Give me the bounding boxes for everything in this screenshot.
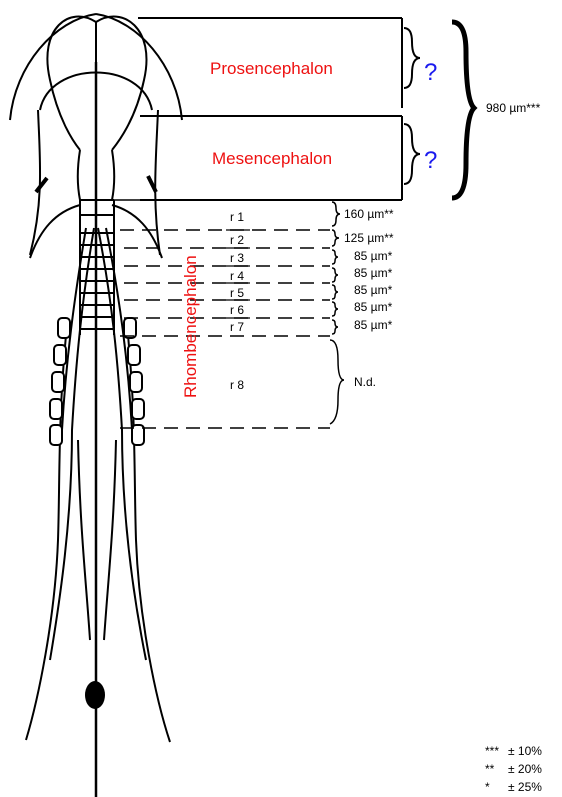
tube-shoulder-left bbox=[30, 110, 40, 255]
rhombomere-braces bbox=[330, 202, 344, 424]
mesencephalon-label: Mesencephalon bbox=[212, 149, 332, 168]
rhombomere-label: r 8 bbox=[230, 378, 244, 392]
total-brace bbox=[452, 22, 474, 198]
prosencephalon-question: ? bbox=[424, 59, 437, 86]
eye-mark-left bbox=[36, 178, 47, 192]
notochord-left bbox=[50, 430, 72, 660]
rhombomere-label: r 3 bbox=[230, 251, 244, 265]
body-outline-right bbox=[128, 335, 170, 742]
somite-left bbox=[50, 425, 62, 445]
rhombomere-measure: 160 µm** bbox=[344, 207, 394, 221]
forebrain-lobe-left bbox=[47, 16, 96, 150]
somite-left bbox=[54, 345, 66, 365]
inner-body-left bbox=[78, 440, 90, 640]
rhombomere-labels: r 1 r 2 r 3 r 4 r 5 r 6 r 7 r 8 bbox=[230, 210, 244, 392]
rhombomere-measures: 160 µm** 125 µm** 85 µm* 85 µm* 85 µm* 8… bbox=[344, 207, 394, 389]
mesencephalon-question: ? bbox=[424, 147, 437, 174]
rhombomere-label: r 1 bbox=[230, 210, 244, 224]
rhombomere-measure: 125 µm** bbox=[344, 231, 394, 245]
brace-r2 bbox=[332, 230, 339, 246]
rhombomere-measure: 85 µm* bbox=[354, 300, 393, 314]
legend-marker: * bbox=[485, 780, 490, 794]
somite-left bbox=[52, 372, 64, 392]
rhombencephalon-label: Rhombencephalon bbox=[181, 255, 200, 398]
rhombomere-measure: N.d. bbox=[354, 375, 376, 389]
body-outline-left bbox=[26, 335, 66, 740]
brace-r8 bbox=[330, 340, 344, 424]
mesencephalon-brace bbox=[404, 124, 420, 184]
inner-body-right bbox=[104, 440, 116, 640]
total-measure: 980 µm*** bbox=[486, 101, 541, 115]
rhombomere-label: r 5 bbox=[230, 286, 244, 300]
somite-left bbox=[50, 399, 62, 419]
prosencephalon-brace bbox=[404, 28, 420, 88]
rhombomere-measure: 85 µm* bbox=[354, 249, 393, 263]
lateral-curve-right bbox=[112, 205, 162, 258]
legend-text: ± 20% bbox=[508, 762, 542, 776]
somite-right bbox=[132, 399, 144, 419]
somite-left bbox=[58, 318, 70, 338]
legend-marker: ** bbox=[485, 762, 495, 776]
legend: *** ± 10% ** ± 20% * ± 25% bbox=[485, 744, 542, 794]
forebrain-lobe-right bbox=[96, 16, 146, 150]
prosencephalon-label: Prosencephalon bbox=[210, 59, 333, 78]
outer-contour-left bbox=[10, 14, 96, 120]
embryo-outline bbox=[10, 14, 182, 797]
brace-r3 bbox=[332, 250, 338, 264]
rhombomere-label: r 6 bbox=[230, 303, 244, 317]
legend-text: ± 25% bbox=[508, 780, 542, 794]
somite-right bbox=[128, 345, 140, 365]
rhombomere-label: r 7 bbox=[230, 320, 244, 334]
brace-r4 bbox=[332, 268, 338, 282]
tube-right-upper bbox=[112, 150, 114, 200]
region-braces bbox=[404, 28, 420, 184]
somite-right bbox=[124, 318, 136, 338]
brace-r5 bbox=[332, 285, 338, 299]
legend-text: ± 10% bbox=[508, 744, 542, 758]
rhombomere-label: r 4 bbox=[230, 269, 244, 283]
brace-r7 bbox=[332, 320, 338, 334]
rhombomere-measure: 85 µm* bbox=[354, 283, 393, 297]
tube-left-upper bbox=[78, 150, 80, 200]
rhombomere-measure: 85 µm* bbox=[354, 318, 393, 332]
tube-shoulder-right bbox=[155, 110, 160, 255]
somite-right bbox=[130, 372, 142, 392]
brace-r6 bbox=[332, 302, 338, 316]
tail-bud bbox=[85, 681, 105, 709]
legend-marker: *** bbox=[485, 744, 499, 758]
rhombomere-label: r 2 bbox=[230, 233, 244, 247]
rhombomere-measure: 85 µm* bbox=[354, 266, 393, 280]
brace-r1 bbox=[332, 202, 340, 226]
